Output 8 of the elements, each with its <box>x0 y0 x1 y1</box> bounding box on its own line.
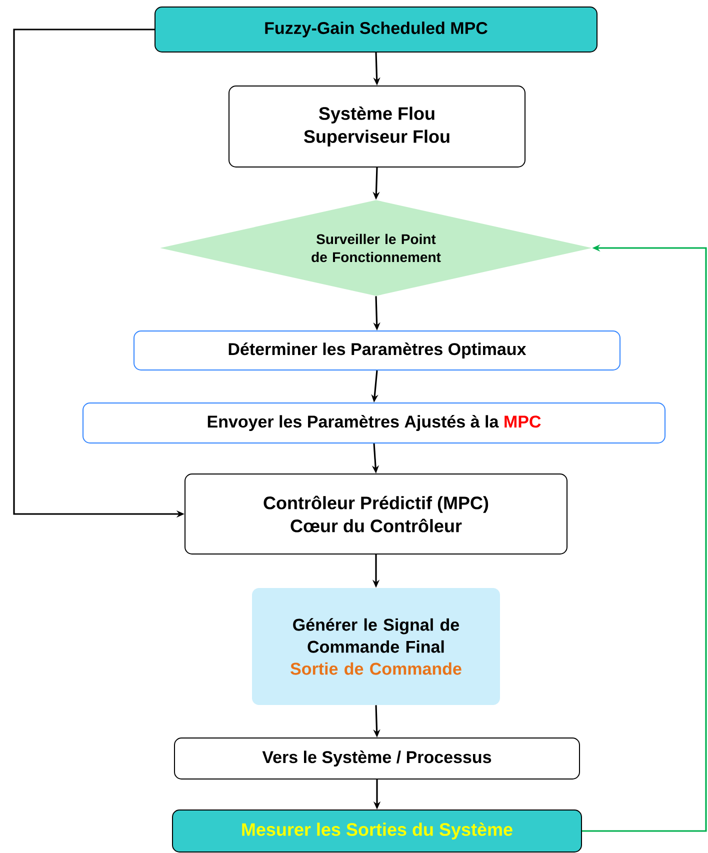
output-box: Mesurer les Sorties du Système <box>172 810 582 852</box>
process-box: Déterminer les Paramètres Optimaux <box>134 330 620 370</box>
process-box: Générer le Signal de Commande Final Sortie de Commande <box>252 588 500 705</box>
process-box: Envoyer les Paramètres Ajustés à la MPC <box>82 402 666 444</box>
title-box: Fuzzy-Gain Scheduled MPC <box>154 6 598 52</box>
process-box: Contrôleur Prédictif (MPC) Cœur du Contrôleur <box>184 474 568 554</box>
process-box: Vers le Système / Processus <box>174 738 580 780</box>
process-box: Système Flou Superviseur Flou <box>228 86 526 168</box>
